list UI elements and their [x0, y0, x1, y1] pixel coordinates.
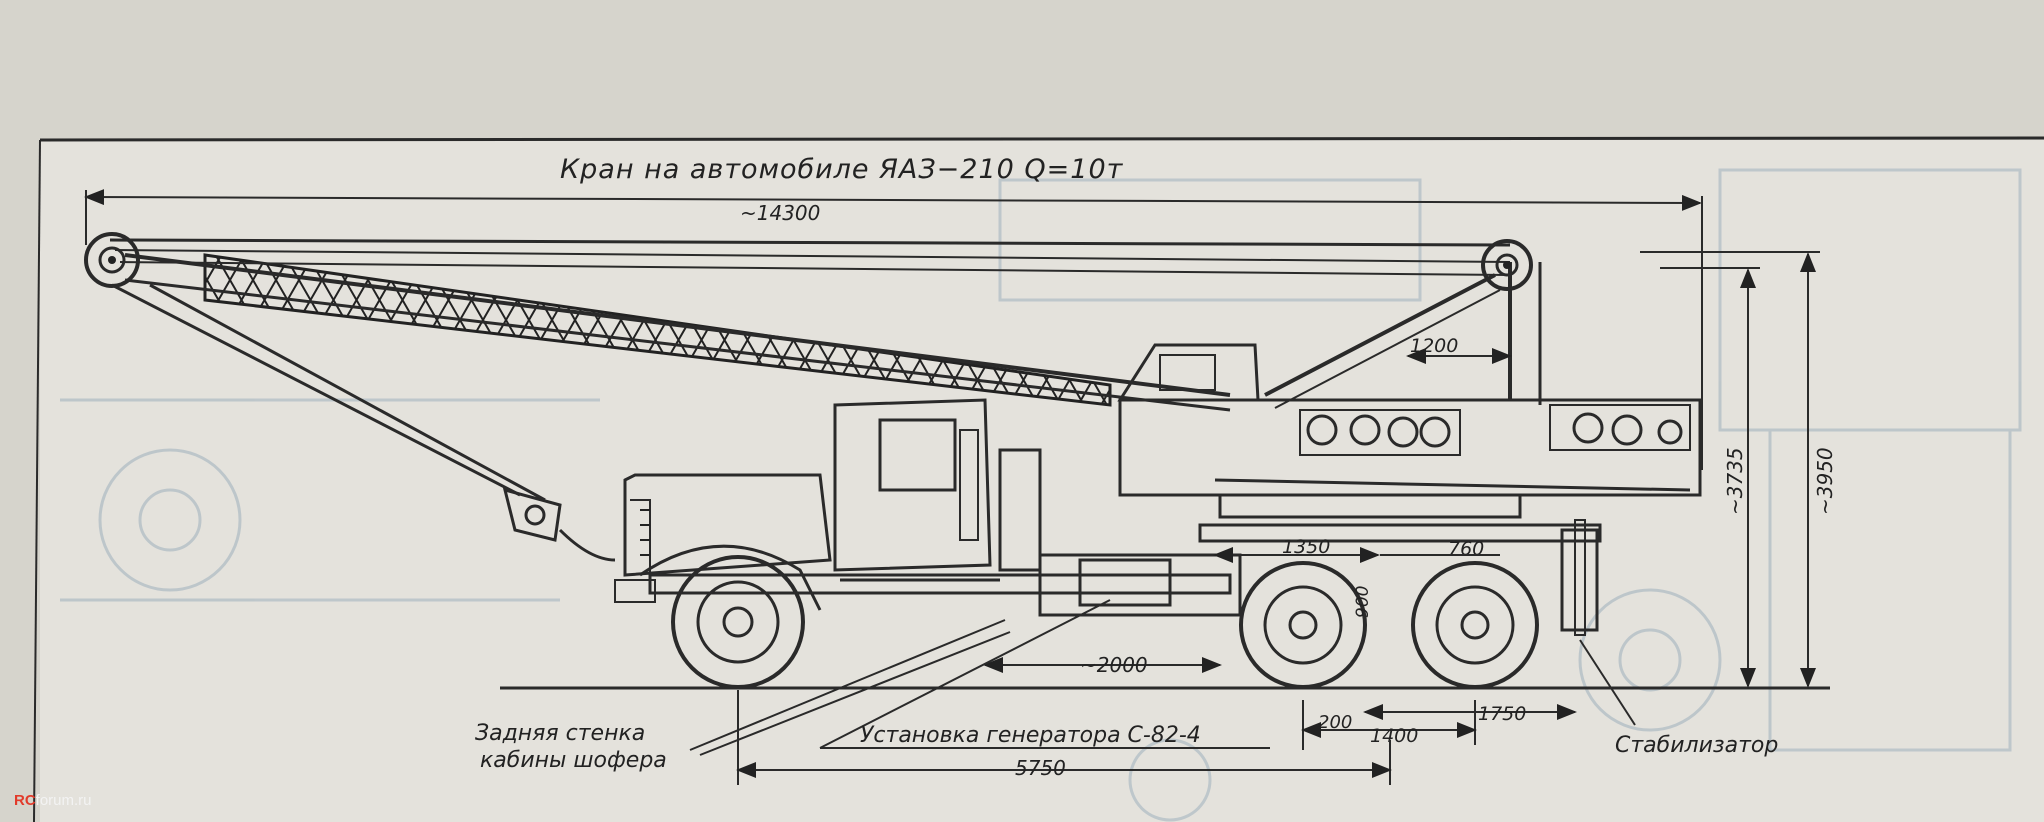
- svg-text:1350: 1350: [1282, 536, 1330, 558]
- svg-text:Стабилизатор: Стабилизатор: [1615, 733, 1778, 758]
- svg-text:Установка генератора С-82-4: Установка генератора С-82-4: [860, 723, 1201, 748]
- callout-stabilizer: Стабилизатор: [1579, 639, 1778, 758]
- svg-text:1400: 1400: [1370, 725, 1418, 747]
- dimension-1200: 1200: [1406, 335, 1512, 364]
- watermark-suffix: forum.ru: [35, 792, 92, 809]
- svg-text:1750: 1750: [1478, 703, 1526, 725]
- mast-sheave-icon: [1481, 239, 1533, 291]
- svg-text:~3950: ~3950: [1813, 447, 1837, 515]
- dimension-5750: 5750: [736, 690, 1392, 785]
- dimension-3735: ~3735: [1660, 267, 1760, 688]
- drawing-frame: [40, 140, 2044, 822]
- dimension-1350: 1350 760: [1213, 536, 1500, 563]
- callout-rear-wall: Задняя стенка кабины шофера: [475, 619, 1011, 773]
- svg-text:200: 200: [1318, 712, 1352, 733]
- show-through-background: [60, 168, 2022, 822]
- dimension-3950: ~3950: [1640, 251, 1837, 688]
- rear-wheel-1: [1239, 561, 1367, 689]
- svg-text:5750: 5750: [1015, 756, 1066, 780]
- generator: [1078, 558, 1172, 607]
- dimension-2000: ~2000: [983, 653, 1222, 677]
- callout-generator: Установка генератора С-82-4: [819, 599, 1270, 749]
- rear-wheel-2: [1411, 561, 1539, 689]
- dimension-axles: 200 1400 1750: [1301, 700, 1577, 750]
- truck-chassis: [614, 398, 1242, 617]
- boom-length-dimension: ~14300: [84, 189, 1703, 470]
- site-watermark: RCforum.ru: [14, 792, 92, 809]
- boom-length-label: ~14300: [740, 201, 820, 225]
- winch-drums: [1299, 404, 1691, 456]
- lattice-boom: [84, 232, 1511, 412]
- svg-text:Задняя стенка: Задняя стенка: [475, 721, 645, 746]
- hook-assembly: [111, 283, 616, 562]
- svg-text:~3735: ~3735: [1723, 447, 1747, 515]
- dimension-900: 900: [1353, 586, 1373, 618]
- crane-platform: [1117, 239, 1702, 543]
- stabilizer: [1560, 519, 1599, 636]
- svg-text:кабины шофера: кабины шофера: [480, 748, 667, 773]
- svg-text:760: 760: [1448, 538, 1484, 560]
- drawing-title: Кран на автомобиле ЯАЗ−210 Q=10т: [560, 154, 1124, 185]
- front-wheel: [671, 555, 805, 689]
- svg-text:~2000: ~2000: [1080, 653, 1148, 677]
- svg-text:1200: 1200: [1410, 335, 1458, 357]
- watermark-prefix: RC: [14, 792, 36, 809]
